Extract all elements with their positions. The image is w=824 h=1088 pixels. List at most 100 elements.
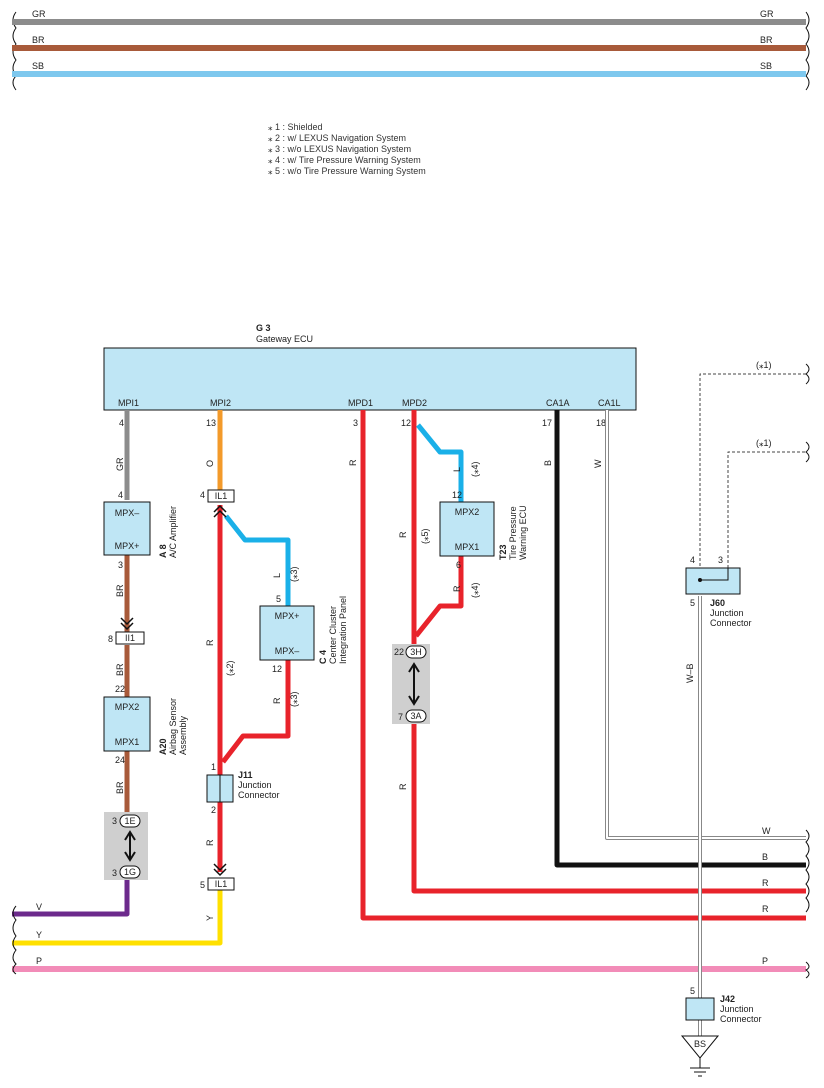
t23-box xyxy=(439,501,495,557)
il1-top-pin: 4 xyxy=(200,490,205,500)
c4-label-top: MPX+ xyxy=(275,611,300,621)
j11-code: J11 xyxy=(238,770,253,780)
j42-name-2: Connector xyxy=(720,1014,762,1024)
label-w: W xyxy=(593,459,603,468)
j42-name: Junction xyxy=(720,1004,754,1014)
label-gr: GR xyxy=(115,457,125,471)
3h-label: 3H xyxy=(410,647,422,657)
3a-label: 3A xyxy=(410,711,421,721)
j11-pin-bottom: 2 xyxy=(211,805,216,815)
label-shield-2: (⁎1) xyxy=(756,438,772,448)
wire-r-t23-3h xyxy=(414,556,464,638)
a8-label-bottom: MPX+ xyxy=(115,541,140,551)
gateway-ecu: G 3 Gateway ECU MPI1 MPI2 MPD1 MPD2 CA1A… xyxy=(103,323,637,428)
il1-bottom-pin: 5 xyxy=(200,880,205,890)
right-label-r2: R xyxy=(762,904,769,914)
gateway-code: G 3 xyxy=(256,323,271,333)
label-shield-1: (⁎1) xyxy=(756,360,772,370)
connector-ii1: 8 II1 xyxy=(108,617,145,645)
pin-num-mpi1: 4 xyxy=(119,418,124,428)
footnotes: ⁎ 1 : Shielded ⁎ 2 : w/ LEXUS Navigation… xyxy=(268,122,426,176)
label-wb: W–B xyxy=(685,663,695,683)
connector-1e-1g: 3 1E 3 1G xyxy=(104,812,148,880)
c4-name-1: Center Cluster xyxy=(328,606,338,664)
a20-label-bottom: MPX1 xyxy=(115,737,140,747)
ground-label: BS xyxy=(694,1039,706,1049)
c4-label-bottom: MPX– xyxy=(275,646,300,656)
1e-1g-arrow-icon xyxy=(124,830,136,862)
wire-w-ca1l-inner xyxy=(606,410,806,839)
j42-code: J42 xyxy=(720,994,735,1004)
component-c4: 5 MPX+ MPX– 12 C 4 Center Cluster Integr… xyxy=(259,594,348,674)
right-label-b: B xyxy=(762,852,768,862)
ii1-box xyxy=(115,631,145,645)
note-4: ⁎ 4 : w/ Tire Pressure Warning System xyxy=(268,155,421,165)
bus-gr-label-right: GR xyxy=(760,9,774,19)
top-buses: GR GR BR BR SB SB xyxy=(12,9,810,91)
pin-num-mpd2: 12 xyxy=(401,418,411,428)
pin-ca1l: CA1L xyxy=(598,398,621,408)
j60-pin-bottom: 5 xyxy=(690,598,695,608)
a20-name-2: Assembly xyxy=(178,715,188,755)
1g-pill xyxy=(119,865,141,879)
label-l-t23: L xyxy=(452,467,462,472)
connector-il1-top: 4 IL1 xyxy=(200,489,235,518)
wire-l-c4 xyxy=(224,514,291,606)
right-label-p: P xyxy=(762,956,768,966)
note-5: ⁎ 5 : w/o Tire Pressure Warning System xyxy=(268,166,426,176)
bus-left-bracket xyxy=(12,11,17,91)
3h-3a-arrow-icon xyxy=(408,662,420,706)
label-r-c4: R xyxy=(272,697,282,704)
label-br-a8-2: BR xyxy=(115,663,125,676)
ii1-arrow-icon xyxy=(120,617,134,631)
pin-num-ca1a: 17 xyxy=(542,418,552,428)
left-label-y: Y xyxy=(36,930,42,940)
label-br-a8-1: BR xyxy=(115,584,125,597)
bus-labels: W B R R P V Y P xyxy=(36,826,771,966)
a8-pin-top: 4 xyxy=(118,490,123,500)
label-l-t23-note: (⁎4) xyxy=(470,461,480,477)
label-r-lower-mpd2: R xyxy=(398,783,408,790)
a8-pin-bottom: 3 xyxy=(118,560,123,570)
bracket-lower-right xyxy=(805,829,810,913)
t23-pin-top: 12 xyxy=(452,490,462,500)
connector-3h-3a: 22 3H 7 3A xyxy=(392,644,430,724)
3h-pill xyxy=(405,645,427,659)
j11-name: Junction xyxy=(238,780,272,790)
bus-br-label-left: BR xyxy=(32,35,45,45)
bus-right-bracket xyxy=(805,11,810,91)
a20-box xyxy=(103,696,151,752)
c4-pin-bottom: 12 xyxy=(272,664,282,674)
pin-num-mpd1: 3 xyxy=(353,418,358,428)
bus-sb-label-left: SB xyxy=(32,61,44,71)
pin-num-ca1l: 18 xyxy=(596,418,606,428)
label-r-c4-note: (⁎3) xyxy=(289,691,299,707)
pin-mpd1: MPD1 xyxy=(348,398,373,408)
il1-top-box xyxy=(207,489,235,503)
label-br-a20: BR xyxy=(115,781,125,794)
gateway-name: Gateway ECU xyxy=(256,334,313,344)
j11-name-2: Connector xyxy=(238,790,280,800)
a20-name-1: Airbag Sensor xyxy=(168,698,178,755)
component-a20: 22 MPX2 MPX1 24 A20 Airbag Sensor Assemb… xyxy=(103,684,188,765)
c4-code: C 4 xyxy=(318,650,328,664)
j60-name-2: Connector xyxy=(710,618,752,628)
label-y: Y xyxy=(205,915,215,921)
1e-pill xyxy=(119,814,141,828)
label-l-c4: L xyxy=(272,573,282,578)
left-label-v: V xyxy=(36,902,42,912)
right-label-w: W xyxy=(762,826,771,836)
wire-b-ca1a xyxy=(554,410,806,868)
a20-pin-bottom: 24 xyxy=(115,755,125,765)
connector-il1-bottom: 5 IL1 xyxy=(200,863,235,891)
j11-pin-top: 1 xyxy=(211,762,216,772)
t23-label-top: MPX2 xyxy=(455,507,480,517)
pin-mpi2: MPI2 xyxy=(210,398,231,408)
bracket-p-right xyxy=(805,961,810,979)
bracket-shield-2 xyxy=(805,441,810,463)
c4-box xyxy=(259,605,315,661)
bus-br-label-right: BR xyxy=(760,35,773,45)
3a-pill xyxy=(405,709,427,723)
il1-bottom-arrow-icon xyxy=(213,863,227,877)
